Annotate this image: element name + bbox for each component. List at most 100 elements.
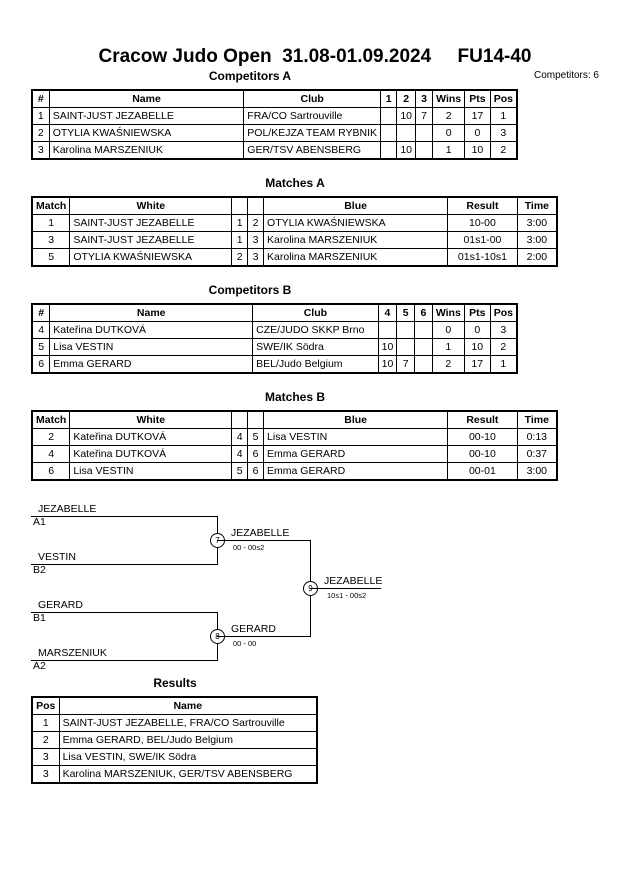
cell: Emma GERARD (49, 355, 254, 374)
cell: 4 (231, 445, 249, 463)
cell: SAINT-JUST JEZABELLE (48, 107, 245, 125)
cell: 3 (31, 765, 60, 784)
cell (414, 321, 433, 339)
cell: Karolina MARSZENIUK (263, 231, 449, 249)
col-header: 2 (396, 89, 417, 108)
col-header: # (31, 303, 51, 322)
table-row: 5 Lisa VESTIN SWE/IK Södra 10 1 10 2 (31, 338, 518, 356)
table-row: 1 SAINT-JUST JEZABELLE 1 2 OTYLIA KWAŚNI… (31, 214, 558, 232)
cell: 2 (31, 124, 50, 142)
table-row: 2 Emma GERARD, BEL/Judo Belgium (31, 731, 318, 749)
sf2-score: 00 - 00 (233, 639, 257, 648)
col-header: Name (58, 696, 318, 715)
competitors-b-table: # Name Club 4 5 6 Wins Pts Pos 4 Kateřin… (31, 303, 518, 374)
sf1-winner-name: JEZABELLE (231, 527, 290, 539)
col-header: Pos (31, 696, 60, 715)
cell: OTYLIA KWAŚNIEWSKA (263, 214, 449, 232)
table-row: 1 SAINT-JUST JEZABELLE FRA/CO Sartrouvil… (31, 107, 518, 125)
cell: Lisa VESTIN (263, 428, 449, 446)
col-header: Pos (489, 89, 518, 108)
cell: FRA/CO Sartrouville (243, 107, 382, 125)
col-header: Time (516, 410, 558, 429)
matches-a-heading: Matches A (265, 176, 325, 190)
col-header: Club (243, 89, 382, 108)
cell: Kateřina DUTKOVÁ (69, 428, 233, 446)
cell (396, 124, 417, 142)
cell: 10 (396, 141, 417, 160)
cell: 2 (489, 338, 518, 356)
cell: SAINT-JUST JEZABELLE (69, 231, 233, 249)
cell: Lisa VESTIN, SWE/IK Södra (58, 748, 318, 766)
col-header: Blue (263, 196, 449, 215)
cell: 2 (432, 107, 466, 125)
col-header: Result (447, 410, 518, 429)
cell: SAINT-JUST JEZABELLE (69, 214, 233, 232)
cell: 3:00 (516, 462, 558, 481)
cell: CZE/JUDO SKKP Brno (252, 321, 379, 339)
competitors-b-heading: Competitors B (208, 283, 292, 297)
cell (377, 321, 398, 339)
col-header (231, 196, 249, 215)
cell: SWE/IK Södra (252, 338, 379, 356)
cell: 10 (377, 355, 398, 374)
cell: 6 (247, 445, 265, 463)
cell: 1 (31, 714, 60, 732)
competitors-a-table: # Name Club 1 2 3 Wins Pts Pos 1 SAINT-J… (31, 89, 518, 160)
col-header: Name (48, 89, 245, 108)
col-header: # (31, 89, 50, 108)
cell: 4 (31, 445, 71, 463)
sf1-score: 00 - 00s2 (233, 543, 265, 552)
col-header: Result (447, 196, 518, 215)
cell: 1 (431, 338, 465, 356)
cell: Lisa VESTIN (69, 462, 233, 481)
bracket-line (217, 636, 311, 637)
table-row: 6 Lisa VESTIN 5 6 Emma GERARD 00-01 3:00 (31, 462, 558, 481)
cell: 00-10 (447, 445, 518, 463)
cell: 1 (489, 355, 518, 374)
cell: Emma GERARD (263, 462, 449, 481)
cell: Kateřina DUTKOVÁ (49, 321, 254, 339)
table-header-row: Pos Name (31, 696, 318, 715)
cell: 1 (489, 107, 518, 125)
matches-a-table: Match White Blue Result Time 1 SAINT-JUS… (31, 196, 558, 267)
table-row: 1 SAINT-JUST JEZABELLE, FRA/CO Sartrouvi… (31, 714, 318, 732)
competitors-count: Competitors: 6 (533, 70, 599, 81)
cell (414, 338, 433, 356)
cell: 3 (247, 231, 265, 249)
cell: Lisa VESTIN (49, 338, 254, 356)
cell: 6 (31, 355, 51, 374)
cell: 5 (247, 428, 265, 446)
bracket-line (31, 612, 217, 613)
col-header: Name (49, 303, 254, 322)
sf2-top-seed: B1 (33, 612, 46, 624)
cell: 2 (489, 141, 518, 160)
table-row: 4 Kateřina DUTKOVÁ 4 6 Emma GERARD 00-10… (31, 445, 558, 463)
sf2-winner-name: GERARD (231, 623, 276, 635)
cell: 01s1-00 (447, 231, 518, 249)
cell: POL/KEJZA TEAM RYBNIK (243, 124, 382, 142)
sf2-bottom-seed: A2 (33, 660, 46, 672)
sf1-top-seed: A1 (33, 516, 46, 528)
cell: 1 (231, 214, 249, 232)
table-header-row: # Name Club 4 5 6 Wins Pts Pos (31, 303, 518, 322)
cell: 2 (31, 731, 60, 749)
cell: OTYLIA KWAŚNIEWSKA (48, 124, 245, 142)
bracket-line (31, 564, 217, 565)
bracket-line (310, 588, 381, 589)
table-row: 4 Kateřina DUTKOVÁ CZE/JUDO SKKP Brno 0 … (31, 321, 518, 339)
cell: 0 (431, 321, 465, 339)
cell (396, 338, 416, 356)
col-header: Pts (464, 89, 491, 108)
cell: 2 (431, 355, 465, 374)
cell: 10 (464, 141, 491, 160)
cell: 4 (31, 321, 51, 339)
cell: 4 (231, 428, 249, 446)
table-row: 3 Karolina MARSZENIUK, GER/TSV ABENSBERG (31, 765, 318, 784)
cell: Karolina MARSZENIUK (263, 248, 449, 267)
cell: 2:00 (516, 248, 558, 267)
cell: 0:37 (516, 445, 558, 463)
results-heading: Results (153, 676, 197, 690)
sf1-top-name: JEZABELLE (38, 503, 97, 515)
cell (396, 321, 416, 339)
bracket-line (31, 660, 217, 661)
